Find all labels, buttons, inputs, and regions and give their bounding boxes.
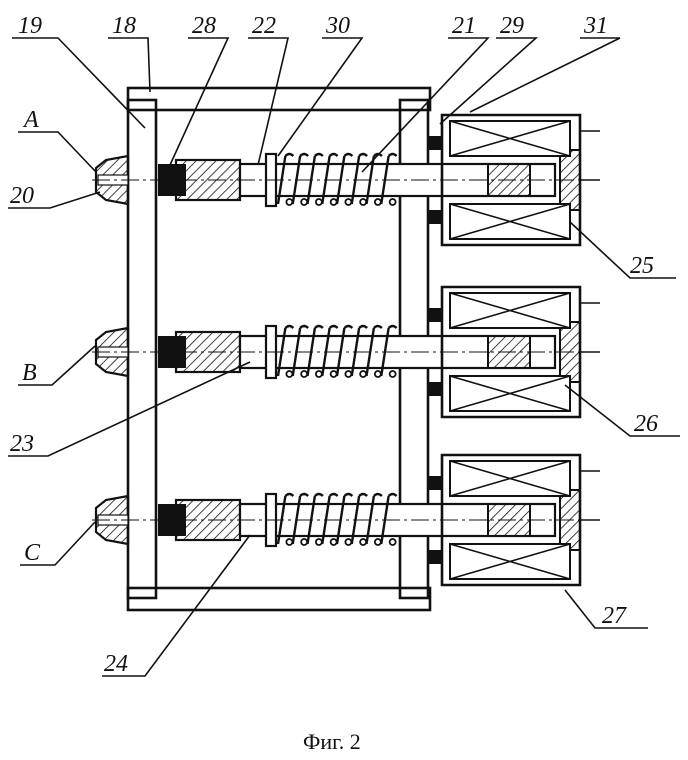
label-26: 26 bbox=[634, 411, 658, 437]
label-19: 19 bbox=[18, 13, 42, 39]
label-21: 21 bbox=[452, 13, 476, 39]
spring-coil bbox=[375, 371, 381, 377]
spring-coil bbox=[286, 539, 292, 545]
spring-coil bbox=[316, 371, 322, 377]
spring-coil bbox=[301, 371, 307, 377]
spring-coil bbox=[390, 199, 396, 205]
solenoid-end-cap bbox=[560, 150, 580, 210]
valve-assembly-3 bbox=[92, 455, 600, 585]
spring-coil bbox=[286, 199, 292, 205]
spring-coil bbox=[331, 371, 337, 377]
bottom-plate bbox=[128, 588, 430, 610]
spring-coil bbox=[301, 539, 307, 545]
label-23: 23 bbox=[10, 431, 34, 457]
seal-29 bbox=[428, 210, 442, 224]
spring-coil bbox=[375, 539, 381, 545]
seal-29 bbox=[428, 308, 442, 322]
spring-coil bbox=[390, 539, 396, 545]
label-18: 18 bbox=[112, 13, 136, 39]
seal-29 bbox=[428, 476, 442, 490]
plunger bbox=[488, 504, 530, 536]
figure-caption: Фиг. 2 bbox=[303, 729, 361, 754]
spring-coil bbox=[390, 371, 396, 377]
label-20: 20 bbox=[10, 183, 34, 209]
spring-coil bbox=[360, 199, 366, 205]
spring-coil bbox=[316, 539, 322, 545]
label-29: 29 bbox=[500, 13, 524, 39]
label-25: 25 bbox=[630, 253, 654, 279]
spring-coil bbox=[345, 539, 351, 545]
solenoid-end-cap bbox=[560, 490, 580, 550]
label-24: 24 bbox=[104, 651, 128, 677]
seal-29 bbox=[428, 136, 442, 150]
solenoid-end-cap bbox=[560, 322, 580, 382]
plunger bbox=[488, 336, 530, 368]
seal-29 bbox=[428, 550, 442, 564]
spring-coil bbox=[375, 199, 381, 205]
spring-coil bbox=[301, 199, 307, 205]
plunger bbox=[488, 164, 530, 196]
label-22: 22 bbox=[252, 13, 276, 39]
label-C: C bbox=[24, 540, 41, 566]
top-plate-18 bbox=[128, 88, 430, 110]
label-28: 28 bbox=[192, 13, 216, 39]
spring-coil bbox=[331, 539, 337, 545]
spring-coil bbox=[316, 199, 322, 205]
spring-coil bbox=[345, 371, 351, 377]
seal-29 bbox=[428, 382, 442, 396]
left-wall-19 bbox=[128, 100, 156, 598]
label-B: B bbox=[22, 360, 37, 386]
valve-assembly-2 bbox=[92, 287, 600, 417]
spring-coil bbox=[360, 539, 366, 545]
label-31: 31 bbox=[583, 13, 608, 39]
spring-coil bbox=[345, 199, 351, 205]
label-27: 27 bbox=[602, 603, 627, 629]
valve-assemblies bbox=[92, 115, 600, 585]
spring-coil bbox=[360, 371, 366, 377]
label-30: 30 bbox=[325, 13, 350, 39]
spring-coil bbox=[286, 371, 292, 377]
label-A: A bbox=[22, 107, 39, 133]
spring-coil bbox=[331, 199, 337, 205]
valve-assembly-1 bbox=[92, 115, 600, 245]
